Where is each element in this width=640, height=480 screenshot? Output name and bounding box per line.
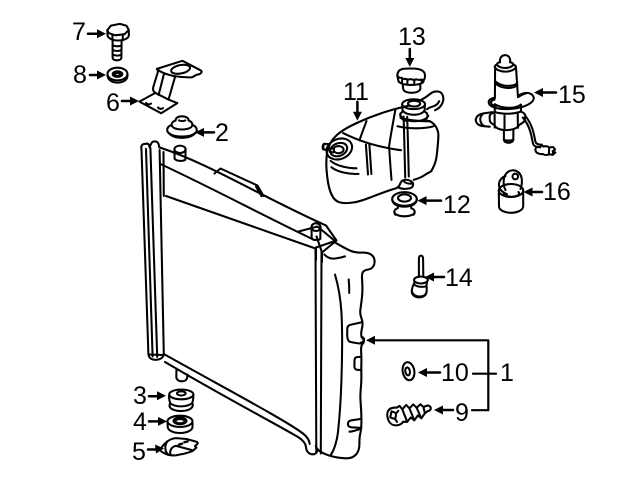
svg-text:6: 6 — [106, 89, 120, 117]
svg-text:3: 3 — [133, 382, 147, 410]
svg-text:7: 7 — [72, 18, 86, 46]
svg-text:12: 12 — [443, 191, 471, 219]
svg-text:8: 8 — [73, 61, 87, 89]
svg-text:11: 11 — [343, 78, 369, 106]
svg-text:5: 5 — [132, 438, 146, 466]
svg-text:9: 9 — [455, 399, 469, 427]
svg-text:2: 2 — [215, 119, 229, 147]
svg-text:13: 13 — [398, 23, 426, 51]
svg-text:1: 1 — [500, 359, 514, 387]
svg-text:14: 14 — [445, 264, 473, 292]
svg-text:15: 15 — [558, 81, 586, 109]
svg-text:4: 4 — [133, 408, 147, 436]
svg-text:16: 16 — [543, 178, 571, 206]
svg-text:10: 10 — [441, 359, 469, 387]
